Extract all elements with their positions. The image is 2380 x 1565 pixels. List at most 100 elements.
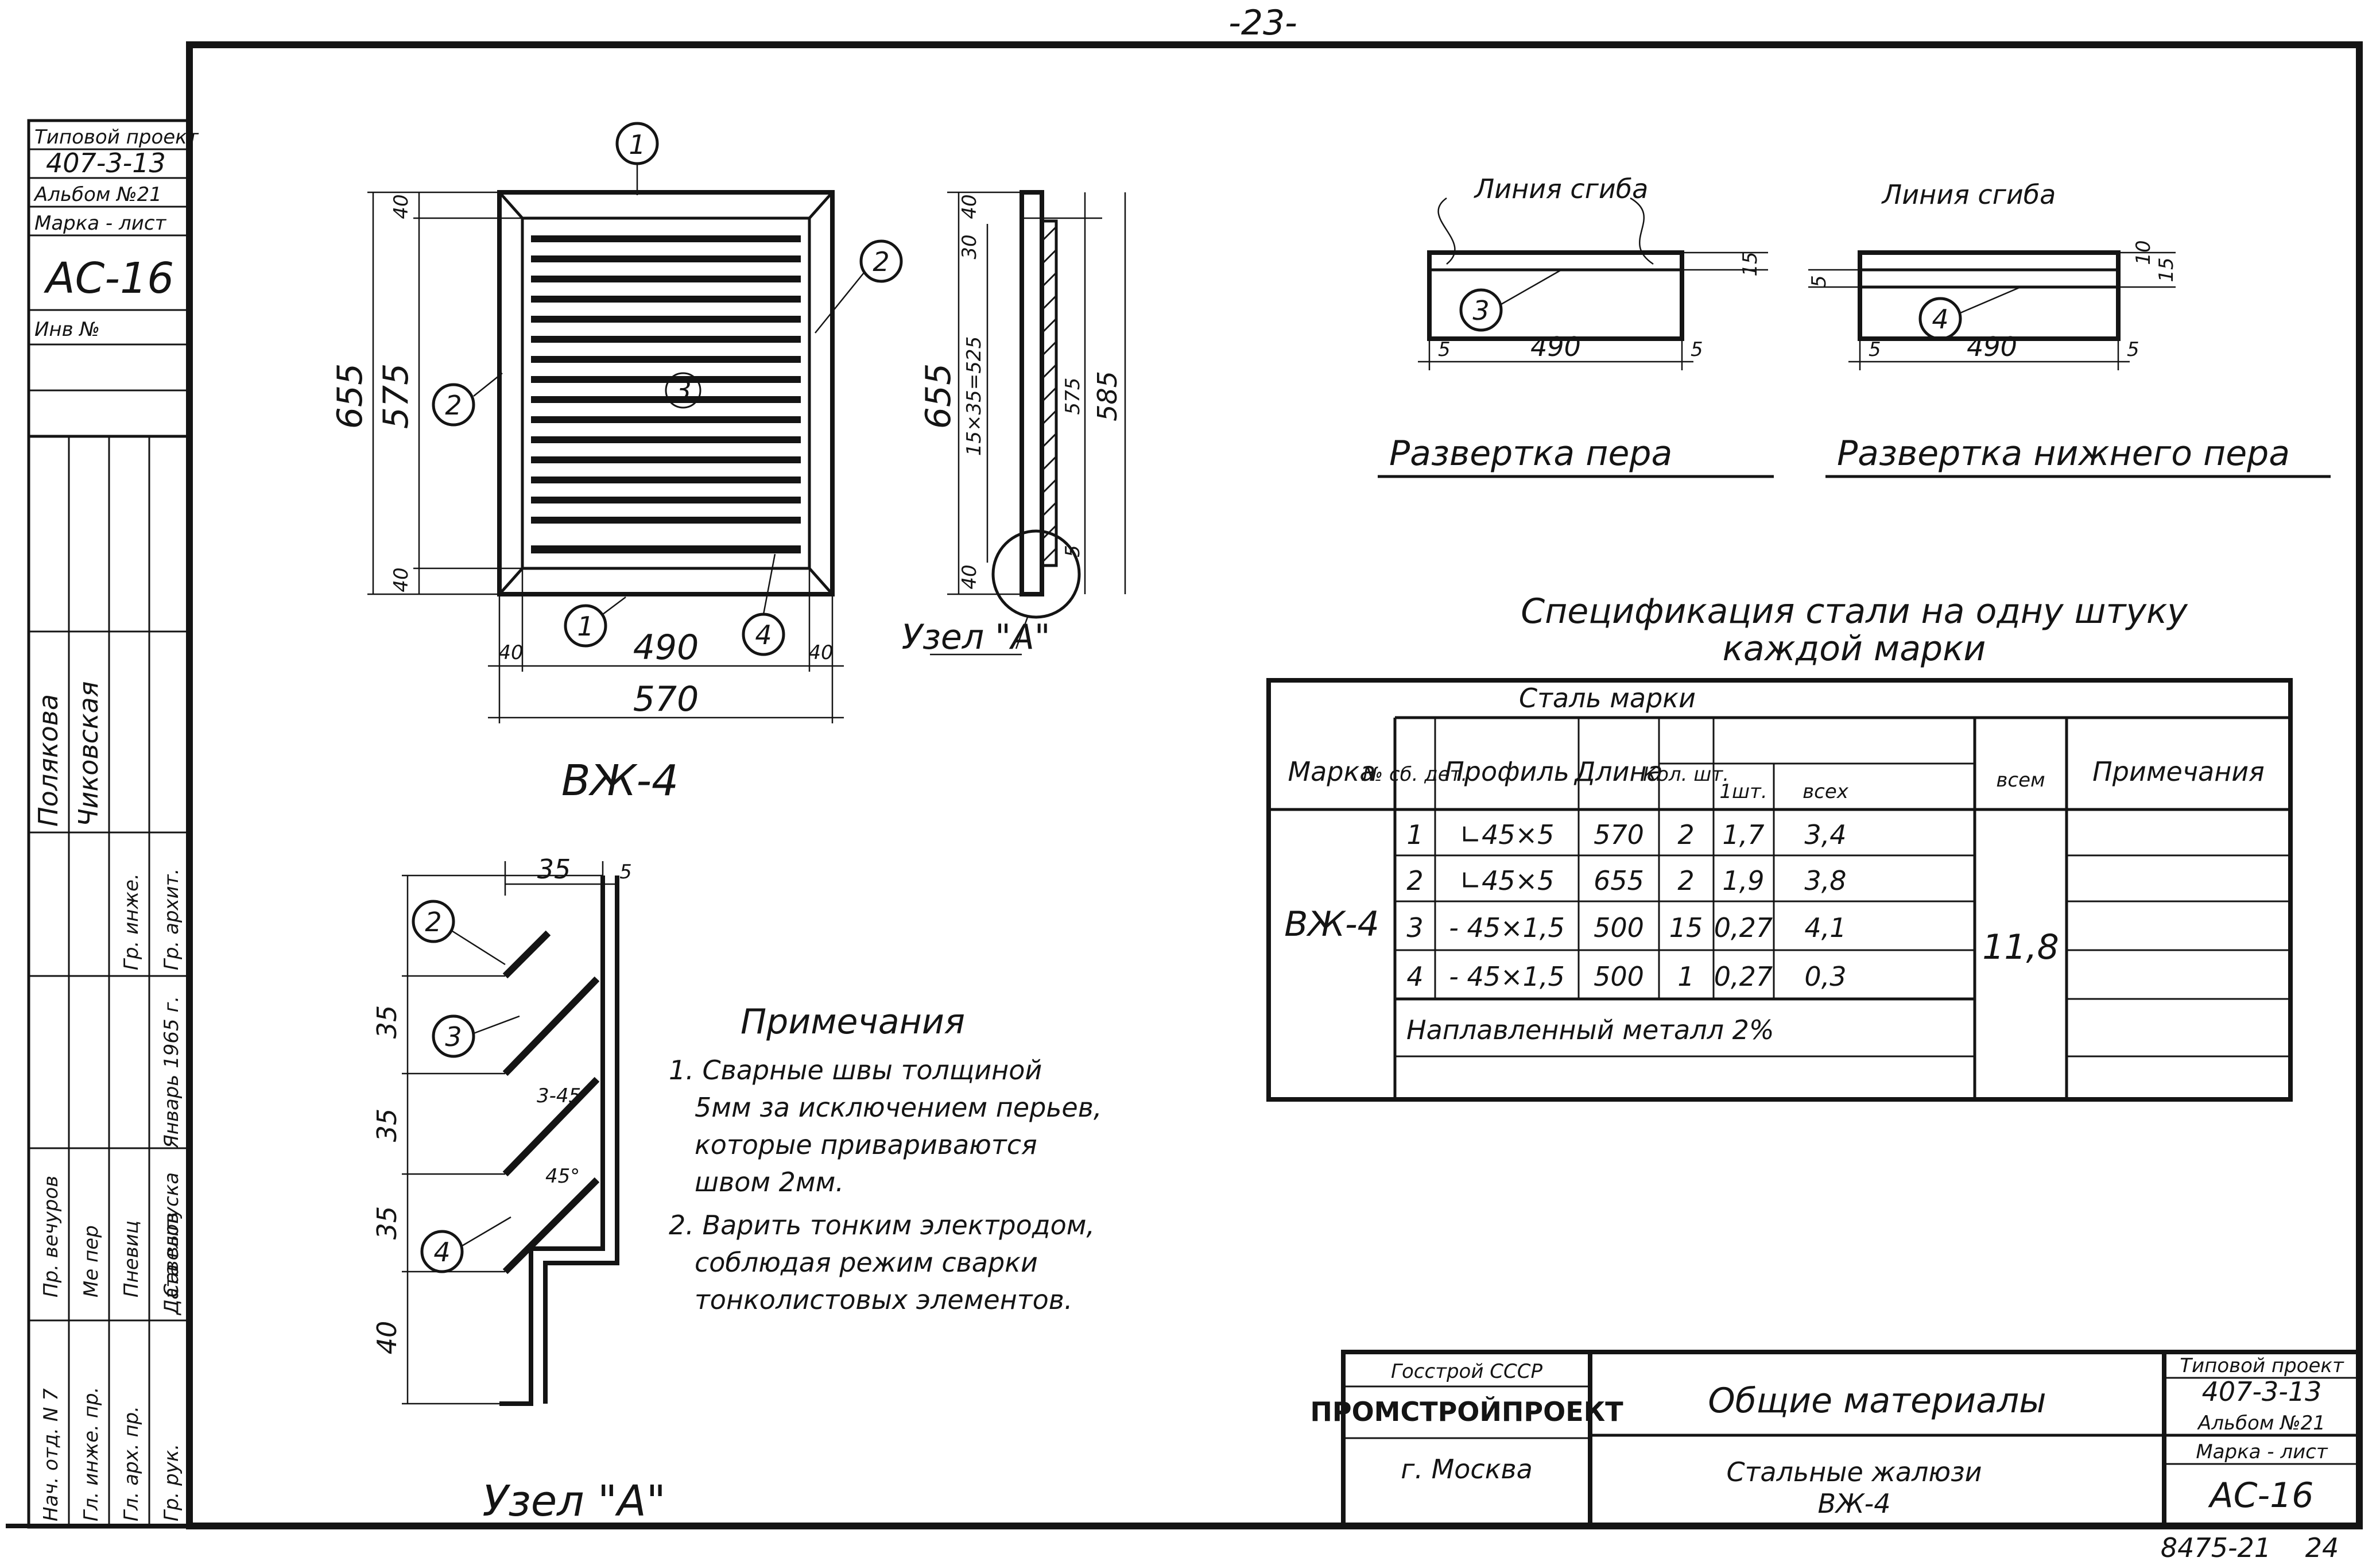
sidebar-project-code: 407-3-13 — [46, 148, 166, 179]
unfold-callout-4: 4 — [1932, 304, 1948, 335]
side-dim-bottom-a: 40 — [958, 564, 981, 589]
unfold-caption-2: Развертка нижнего пера — [1837, 433, 2290, 474]
role-chief-architect: Гл. арх. пр. — [120, 1406, 143, 1521]
dim-width-total: 570 — [633, 679, 699, 719]
spec-r1-profile: ∟45×5 — [1460, 819, 1555, 850]
side-dim-top-a: 40 — [958, 194, 981, 219]
title-org-2: ПРОМСТРОЙПРОЕКТ — [1310, 1396, 1623, 1427]
spec-r1-length: 570 — [1594, 819, 1644, 850]
notes-line-3: которые привариваются — [695, 1129, 1037, 1160]
spec-r4-w1: 0,27 — [1714, 961, 1773, 992]
title-album: Альбом №21 — [2197, 1412, 2325, 1435]
title-section: Общие материалы — [1708, 1381, 2046, 1421]
side-dim-top-b: 30 — [958, 234, 981, 259]
callout-circle — [859, 239, 903, 283]
title-project-label: Типовой проект — [2180, 1354, 2344, 1377]
blades — [531, 235, 801, 553]
node-dim-p3: 35 — [371, 1206, 402, 1240]
spec-r2-w1: 1,9 — [1722, 865, 1764, 896]
node-dim-p1: 35 — [371, 1005, 402, 1039]
role-chief-engineer: Гл. инже. пр. — [80, 1387, 103, 1521]
callout-circle — [432, 383, 475, 427]
spec-r2-profile: ∟45×5 — [1460, 865, 1555, 896]
callout-4-bottom: 4 — [755, 619, 772, 650]
spec-col-profile: Профиль — [1444, 756, 1569, 787]
spec-r4-wall: 0,3 — [1804, 961, 1846, 992]
spec-title-2: каждой марки — [1723, 629, 1986, 669]
node-detail-title: Узел "А" — [482, 1477, 666, 1526]
spec-r3-wall: 4,1 — [1804, 912, 1846, 943]
notes: Примечания 1. Сварные швы толщиной 5мм з… — [669, 1002, 1102, 1315]
spec-r3-w1: 0,27 — [1714, 912, 1773, 943]
dim-top-edge: 40 — [390, 194, 413, 219]
title-project-code: 407-3-13 — [2202, 1376, 2322, 1407]
front-view: 655 575 40 40 490 40 40 570 1 2 2 3 1 4 … — [330, 122, 903, 805]
spec-r3-n: 3 — [1406, 912, 1423, 943]
dim-right-edge: 40 — [808, 641, 833, 664]
front-view-title: ВЖ-4 — [561, 756, 679, 805]
side-dim-height-2: 585 — [1092, 371, 1123, 421]
title-drawing: Стальные жалюзи — [1726, 1456, 1982, 1487]
node-dim-top: 35 — [537, 854, 571, 885]
spec-col-weight-total: всем — [1996, 769, 2045, 792]
sidebar-mark-sheet: АС-16 — [44, 254, 174, 303]
spec-col-w1: 1шт. — [1719, 780, 1767, 803]
callout-3-center: 3 — [675, 375, 691, 406]
side-dim-height-1: 575 — [1061, 378, 1084, 415]
frame-inner — [521, 216, 811, 570]
role-group-lead: Гр. рук. — [160, 1444, 183, 1521]
role-group-engineer: Гр. инже. — [120, 873, 143, 970]
unfold-callout-3: 3 — [1472, 295, 1489, 326]
spec-mark: ВЖ-4 — [1284, 904, 1379, 944]
unfold-2-h3: 5 — [1808, 275, 1831, 288]
spec-r1-wall: 3,4 — [1804, 819, 1846, 850]
spec-r4-qty: 1 — [1677, 961, 1694, 992]
notes-line-7: тонколистовых элементов. — [695, 1284, 1072, 1315]
fold-line-2: Линия сгиба — [1881, 179, 2056, 210]
spec-weld-metal: Наплавленный металл 2% — [1406, 1014, 1774, 1045]
callout-2-left: 2 — [445, 390, 462, 421]
blade-unfold-2: Линия сгиба 490 5 5 10 15 5 4 Развертка … — [1808, 179, 2331, 478]
callout-circle — [665, 372, 701, 409]
callout-1-bottom: 1 — [577, 611, 594, 642]
notes-line-2: 5мм за исключением перьев, — [695, 1092, 1102, 1123]
unfold-1-left: 5 — [1438, 338, 1451, 361]
spec-r1-n: 1 — [1406, 819, 1423, 850]
notes-heading: Примечания — [741, 1002, 965, 1042]
name-1: Пр. вечуров — [40, 1176, 63, 1297]
spec-r4-length: 500 — [1594, 961, 1644, 992]
spec-col-mark: Марка — [1288, 756, 1375, 787]
blade-unfold-1: Линия сгиба 490 5 5 15 3 Развертка пера — [1378, 173, 1774, 478]
title-org-1: Госстрой СССР — [1391, 1360, 1542, 1383]
release-value: Январь 1965 г. — [160, 996, 183, 1149]
side-view: 655 15×35=525 575 585 40 30 40 5 Узел "А… — [901, 190, 1126, 657]
callout-2-right: 2 — [873, 246, 889, 277]
callout-circle — [564, 604, 607, 648]
title-block: Госстрой СССР ПРОМСТРОЙПРОЕКТ г. Москва … — [1310, 1350, 2362, 1528]
unfold-2-length: 490 — [1967, 331, 2017, 362]
fold-line-1: Линия сгиба — [1474, 173, 1649, 204]
role-group-architect: Гр. архит. — [160, 869, 183, 970]
spec-r1-qty: 2 — [1677, 819, 1694, 850]
dim-left-edge: 40 — [498, 641, 523, 664]
spec-title-1: Спецификация стали на одну штуку — [1521, 591, 2188, 632]
spec-col-qty: Кол. шт. — [1643, 763, 1729, 786]
spec-r3-length: 500 — [1594, 912, 1644, 943]
name-2: Ме пер — [80, 1225, 103, 1297]
node-dim-p2: 35 — [371, 1109, 402, 1142]
node-callout-2: 2 — [425, 907, 441, 938]
role-head-dept: Нач. отд. N 7 — [40, 1388, 63, 1521]
node-dim-bottom: 40 — [371, 1321, 402, 1355]
unfold-2-h1: 10 — [2132, 240, 2155, 265]
sidebar-signatures: Нач. отд. N 7 Гл. инже. пр. Гл. арх. пр.… — [27, 435, 191, 1529]
footer-page: 24 — [2305, 1532, 2339, 1563]
node-detail: 35 5 35 35 35 40 3-45 45° 2 3 4 Узел "А" — [371, 854, 666, 1526]
notes-line-6: соблюдая режим сварки — [695, 1247, 1038, 1278]
unfold-caption-1: Развертка пера — [1389, 433, 1672, 474]
sidebar-album: Альбом №21 — [33, 183, 162, 206]
spec-r3-qty: 15 — [1669, 912, 1703, 943]
notes-line-4: швом 2мм. — [695, 1167, 844, 1198]
spec-col-wall: всех — [1803, 780, 1849, 803]
name-chikovskaya: Чиковская — [73, 681, 104, 827]
